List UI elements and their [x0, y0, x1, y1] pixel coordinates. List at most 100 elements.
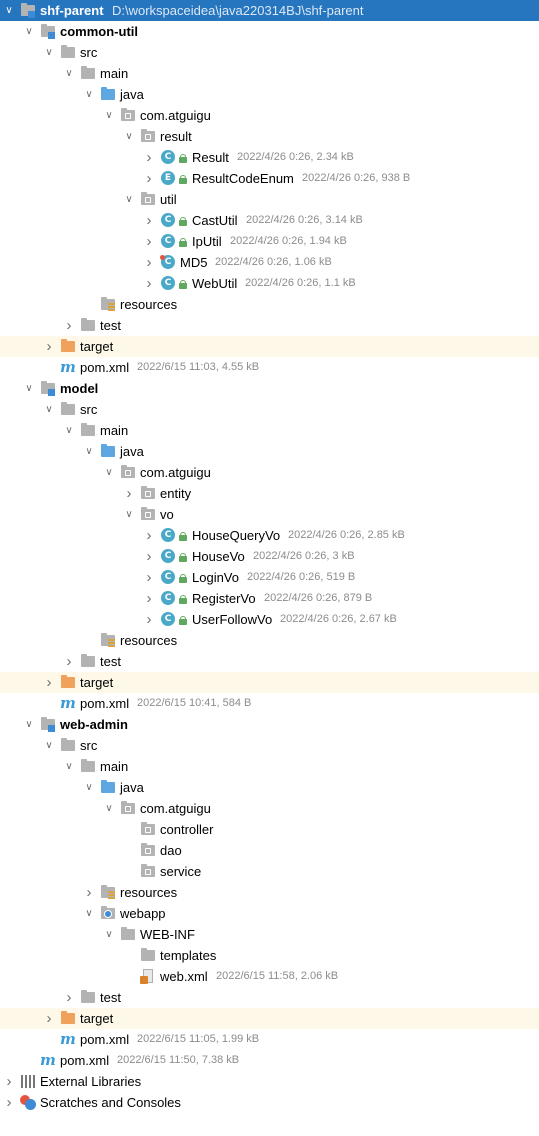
collapse-arrow-icon[interactable]: ∨	[25, 383, 33, 394]
tree-row[interactable]: ∨util	[0, 189, 539, 210]
tree-row[interactable]: ›test	[0, 651, 539, 672]
collapse-arrow-icon[interactable]: ∨	[105, 929, 113, 940]
expand-arrow-icon[interactable]: ›	[66, 989, 72, 1006]
expand-arrow-icon[interactable]: ›	[146, 275, 152, 292]
tree-row[interactable]: resources	[0, 630, 539, 651]
tree-row[interactable]: ›Scratches and Consoles	[0, 1092, 539, 1113]
tree-row[interactable]: service	[0, 861, 539, 882]
tree-row[interactable]: dao	[0, 840, 539, 861]
expand-arrow-icon[interactable]: ›	[146, 170, 152, 187]
expand-arrow-icon[interactable]: ›	[86, 884, 92, 901]
tree-row[interactable]: ∨result	[0, 126, 539, 147]
tree-row[interactable]: controller	[0, 819, 539, 840]
tree-row[interactable]: ∨com.atguigu	[0, 462, 539, 483]
tree-row[interactable]: ∨src	[0, 735, 539, 756]
tree-row[interactable]: ∨main	[0, 63, 539, 84]
collapse-arrow-icon[interactable]: ∨	[85, 89, 93, 100]
collapse-arrow-icon[interactable]: ∨	[45, 404, 53, 415]
collapse-arrow-icon[interactable]: ∨	[45, 47, 53, 58]
tree-row[interactable]: ∨com.atguigu	[0, 105, 539, 126]
collapse-arrow-icon[interactable]: ∨	[85, 908, 93, 919]
expand-arrow-icon[interactable]: ›	[146, 233, 152, 250]
tree-row[interactable]: ›target	[0, 1008, 539, 1029]
expand-arrow-icon[interactable]: ›	[66, 653, 72, 670]
collapse-arrow-icon[interactable]: ∨	[65, 761, 73, 772]
tree-row[interactable]: ∨webapp	[0, 903, 539, 924]
tree-row[interactable]: ∨java	[0, 441, 539, 462]
tree-row[interactable]: ∨ java	[0, 84, 539, 105]
collapse-arrow-icon[interactable]: ∨	[5, 5, 13, 16]
collapse-arrow-icon[interactable]: ∨	[25, 26, 33, 37]
tree-item-label: target	[80, 675, 114, 690]
tree-row[interactable]: › entity	[0, 483, 539, 504]
expand-arrow-icon[interactable]: ›	[46, 1010, 52, 1027]
tree-row[interactable]: resources	[0, 294, 539, 315]
tree-item-label: entity	[160, 486, 192, 501]
tree-item-label: java	[120, 87, 144, 102]
tree-row[interactable]: ∨src	[0, 42, 539, 63]
tree-row[interactable]: ›test	[0, 315, 539, 336]
tree-row[interactable]: ∨WEB-INF	[0, 924, 539, 945]
expand-arrow-icon[interactable]: ›	[146, 611, 152, 628]
package-icon	[140, 864, 156, 879]
collapse-arrow-icon[interactable]: ∨	[105, 467, 113, 478]
tree-row[interactable]: ∨vo	[0, 504, 539, 525]
expand-arrow-icon[interactable]: ›	[146, 212, 152, 229]
expand-arrow-icon[interactable]: ›	[6, 1073, 12, 1090]
collapse-arrow-icon[interactable]: ∨	[65, 425, 73, 436]
tree-row[interactable]: ∨src	[0, 399, 539, 420]
collapse-arrow-icon[interactable]: ∨	[25, 719, 33, 730]
tree-row[interactable]: ∨main	[0, 756, 539, 777]
collapse-arrow-icon[interactable]: ∨	[105, 110, 113, 121]
expand-arrow-icon[interactable]: ›	[66, 317, 72, 334]
expand-arrow-icon[interactable]: ›	[126, 485, 132, 502]
expand-arrow-icon[interactable]: ›	[46, 338, 52, 355]
expand-arrow-icon[interactable]: ›	[146, 590, 152, 607]
tree-row[interactable]: ›target	[0, 336, 539, 357]
tree-row[interactable]: › target	[0, 672, 539, 693]
expand-arrow-icon[interactable]: ›	[46, 674, 52, 691]
collapse-arrow-icon[interactable]: ∨	[125, 194, 133, 205]
tree-row[interactable]: ›resources	[0, 882, 539, 903]
collapse-arrow-icon[interactable]: ∨	[45, 740, 53, 751]
tree-row[interactable]: ∨java	[0, 777, 539, 798]
collapse-arrow-icon[interactable]: ∨	[65, 68, 73, 79]
expand-arrow-icon[interactable]: ›	[146, 548, 152, 565]
libraries-icon	[20, 1074, 36, 1089]
tree-row[interactable]: ∨model	[0, 378, 539, 399]
expand-arrow-icon[interactable]: ›	[146, 569, 152, 586]
collapse-arrow-icon[interactable]: ∨	[105, 803, 113, 814]
tree-row[interactable]: ›test	[0, 987, 539, 1008]
tree-row[interactable]: ∨web-admin	[0, 714, 539, 735]
collapse-arrow-icon[interactable]: ∨	[85, 446, 93, 457]
tree-row[interactable]: ∨common-util	[0, 21, 539, 42]
expand-arrow-icon[interactable]: ›	[146, 527, 152, 544]
expand-arrow-icon[interactable]: ›	[146, 254, 152, 271]
tree-row[interactable]: ›External Libraries	[0, 1071, 539, 1092]
collapse-arrow-icon[interactable]: ∨	[85, 782, 93, 793]
tree-row[interactable]: ∨com.atguigu	[0, 798, 539, 819]
tree-row[interactable]: templates	[0, 945, 539, 966]
expand-arrow-icon[interactable]: ›	[146, 149, 152, 166]
collapse-arrow-icon[interactable]: ∨	[125, 509, 133, 520]
tree-row[interactable]: ∨main	[0, 420, 539, 441]
expand-arrow-icon[interactable]: ›	[6, 1094, 12, 1111]
collapse-arrow-icon[interactable]: ∨	[125, 131, 133, 142]
